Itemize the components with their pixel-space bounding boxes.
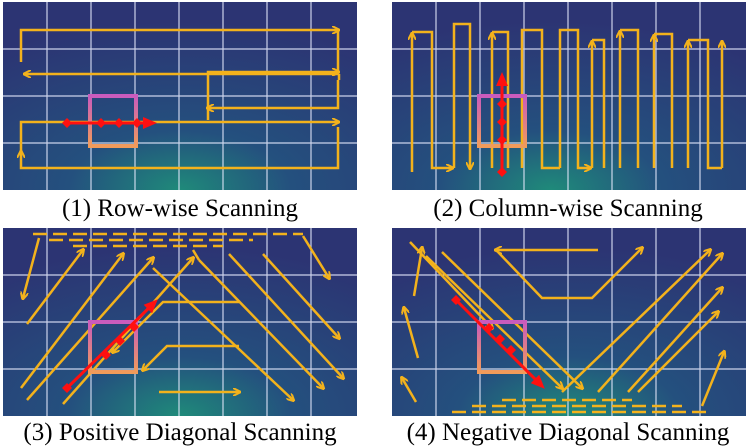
row-wise-diagram [3,2,357,190]
panel-negative-diagonal [392,228,746,416]
local-window-box [477,320,527,374]
caption-negative-diagonal: (4) Negative Diagonal Scanning [406,419,730,446]
negative-diagonal-diagram [392,228,746,416]
scan-path [21,30,341,170]
column-wise-diagram [392,2,746,190]
token-path [496,72,508,177]
scan-path [21,232,343,405]
caption-column-wise: (2) Column-wise Scanning [433,195,703,222]
panel-positive-diagonal [3,228,357,416]
token-path [451,295,545,389]
local-window-box [88,320,138,374]
caption-row-wise: (1) Row-wise Scanning [61,195,299,222]
positive-diagonal-diagram [3,228,357,416]
caption-positive-diagonal: (3) Positive Diagonal Scanning [23,419,337,446]
token-path [62,299,158,393]
token-path [62,117,157,129]
panel-row-wise [3,2,357,190]
panel-column-wise [392,2,746,190]
scan-path [402,241,724,414]
